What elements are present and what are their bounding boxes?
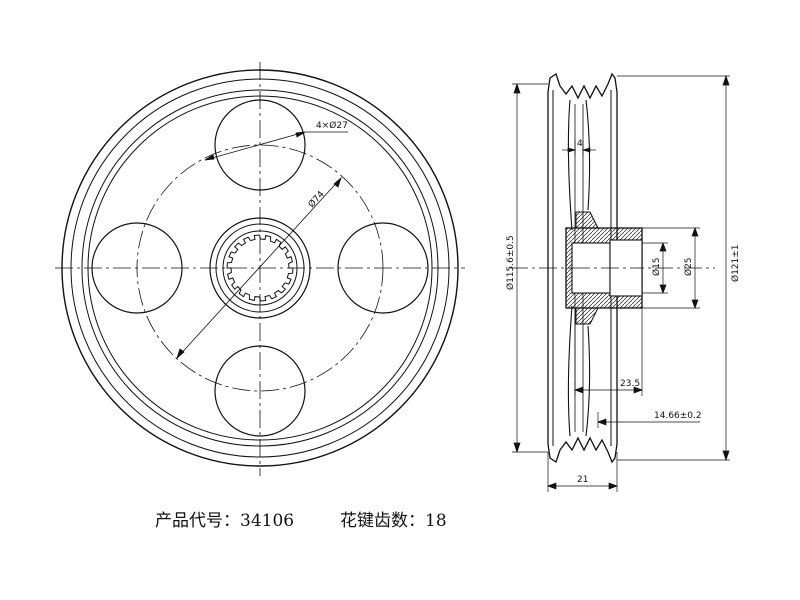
dim-bore — [642, 242, 668, 294]
lightening-hole-bottom — [214, 345, 306, 437]
groove-dia-label: Ø115.6±0.5 — [505, 235, 516, 290]
dim-hub-len — [574, 308, 643, 396]
spline-profile — [226, 234, 294, 302]
lightening-hole-top — [214, 99, 306, 191]
product-code: 产品代号：34106 — [155, 511, 295, 531]
rim-inner-3 — [87, 95, 433, 441]
hole-dimension — [204, 131, 348, 161]
bore-label: Ø15 — [651, 257, 662, 276]
dim-groove — [512, 82, 548, 454]
rim-outer — [61, 69, 459, 467]
rim-inner-2 — [81, 89, 439, 447]
lightening-hole-right — [337, 222, 429, 314]
front-view — [55, 62, 465, 476]
pcd-dimension — [176, 176, 342, 360]
rib-thickness-label: 4 — [577, 139, 583, 149]
dim-rib — [562, 140, 596, 156]
spline-teeth-count: 花键齿数：18 — [340, 511, 447, 531]
hub-outer — [209, 217, 311, 319]
pcd-callout: Ø74 — [306, 189, 327, 210]
hole-pitch-circle — [136, 144, 384, 392]
hub-ring — [215, 223, 305, 313]
hub-bore — [222, 230, 298, 306]
web-lower — [567, 305, 591, 437]
bottom-groove-profile — [547, 436, 618, 464]
hub-outer-label: Ø25 — [683, 257, 694, 276]
hole-callout: 4×Ø27 — [316, 120, 348, 131]
dim-outer — [617, 74, 730, 462]
dim-hub-outer — [642, 227, 700, 309]
web-upper — [567, 99, 591, 231]
top-groove-profile — [547, 72, 618, 100]
hub-length-label: 23.5 — [620, 379, 640, 389]
dim-offset — [597, 412, 700, 428]
outer-dia-label: Ø121±1 — [730, 244, 741, 282]
dim-width — [547, 452, 618, 492]
front-centerlines — [55, 62, 465, 476]
offset-label: 14.66±0.2 — [654, 411, 702, 421]
lightening-hole-left — [91, 222, 183, 314]
side-view — [510, 72, 730, 492]
width-label: 21 — [577, 475, 588, 485]
rim-inner-1 — [70, 78, 450, 458]
